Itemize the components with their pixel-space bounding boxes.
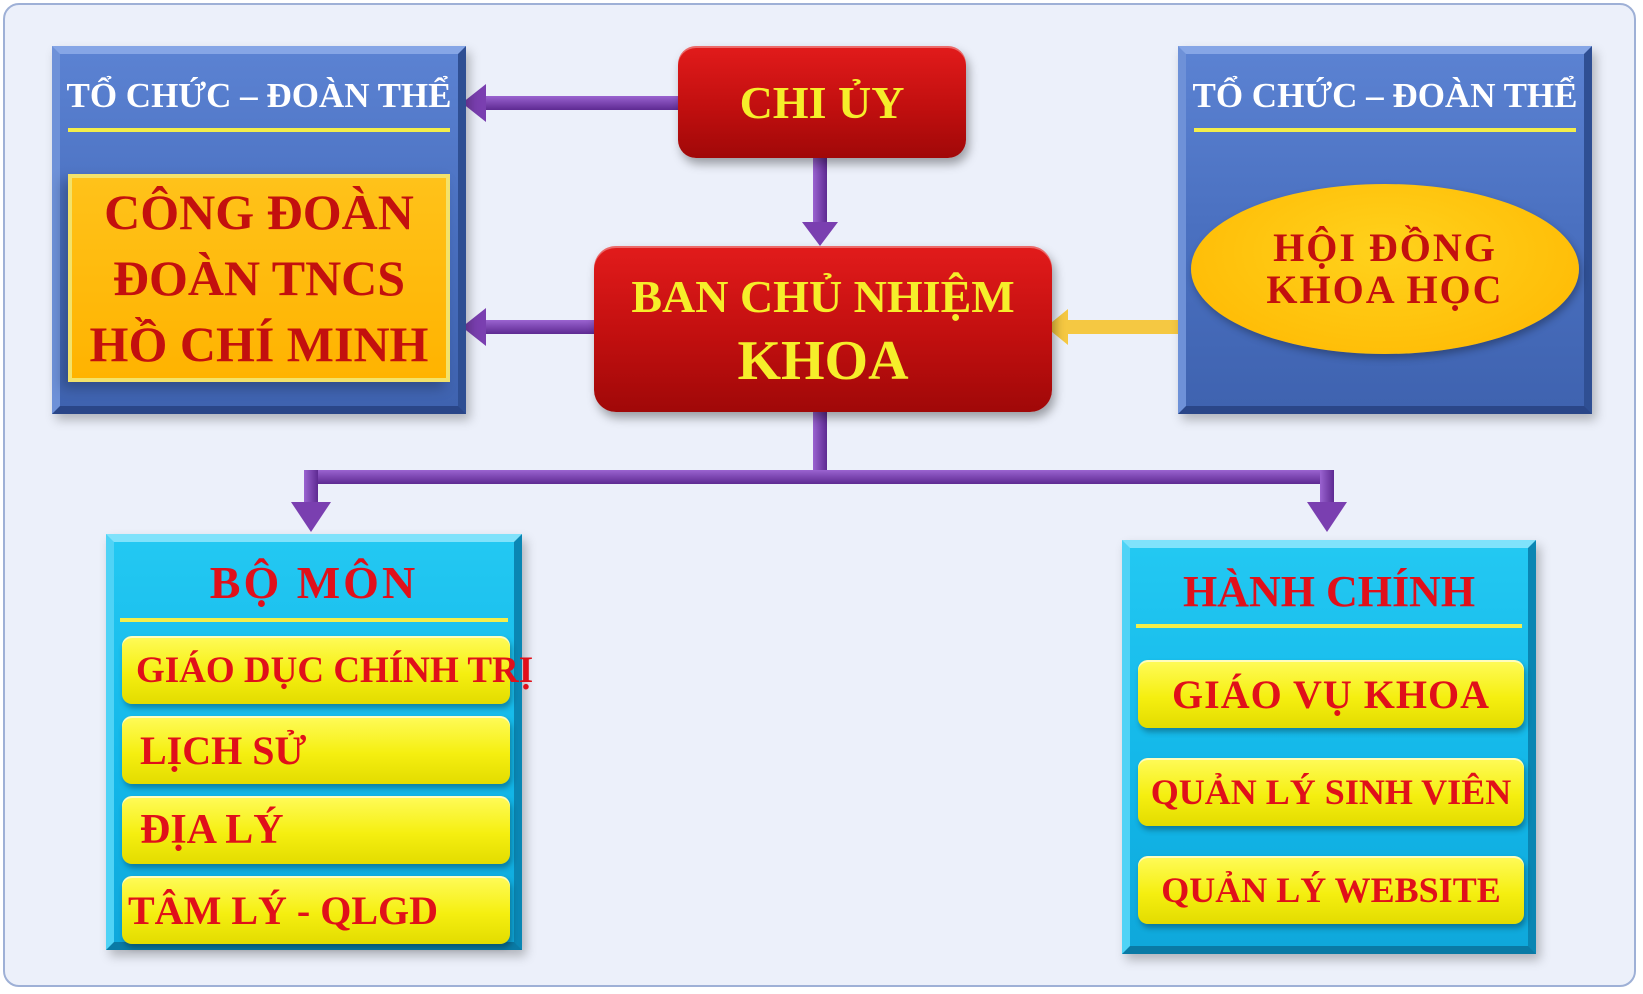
panel-hanh-chinh: HÀNH CHÍNH GIÁO VỤ KHOA QUẢN LÝ SINH VIÊ… [1122, 540, 1536, 954]
connector-ban-to-left [462, 308, 598, 346]
connector-chiuy-to-left [462, 84, 678, 122]
card-line-1: CÔNG ĐOÀN [104, 184, 414, 240]
ban-line-2: KHOA [737, 330, 909, 392]
item-label: LỊCH SỬ [140, 727, 307, 773]
hanh-chinh-item-quan-ly-sinh-vien[interactable]: QUẢN LÝ SINH VIÊN [1138, 758, 1524, 826]
card-line-2: ĐOÀN TNCS [112, 250, 406, 306]
box-ban-chu-nhiem-khoa: BAN CHỦ NHIỆM KHOA [594, 246, 1052, 412]
connector-ban-to-bottom [291, 412, 1347, 532]
item-label: GIÁO VỤ KHOA [1172, 671, 1490, 717]
bo-mon-item-giao-duc-chinh-tri[interactable]: GIÁO DỤC CHÍNH TRỊ [122, 636, 533, 704]
item-label: QUẢN LÝ SINH VIÊN [1150, 772, 1512, 812]
title-underline [68, 128, 450, 132]
panel-bo-mon: BỘ MÔN GIÁO DỤC CHÍNH TRỊ LỊCH SỬ ĐỊA LÝ… [106, 534, 533, 950]
ban-line-1: BAN CHỦ NHIỆM [631, 271, 1015, 322]
panel-to-chuc-doan-the-left: TỔ CHỨC – ĐOÀN THỂ CÔNG ĐOÀN ĐOÀN TNCS H… [52, 46, 466, 414]
item-label: GIÁO DỤC CHÍNH TRỊ [136, 649, 534, 691]
title-underline [1194, 128, 1576, 132]
bo-mon-item-dia-ly[interactable]: ĐỊA LÝ [122, 796, 510, 864]
item-label: TÂM LÝ - QLGD [128, 887, 438, 933]
connector-right-to-ban [1046, 309, 1178, 345]
hanh-chinh-item-quan-ly-website[interactable]: QUẢN LÝ WEBSITE [1138, 856, 1524, 924]
title-underline [1136, 624, 1522, 628]
title-underline [120, 618, 508, 622]
panel-to-chuc-doan-the-right: TỔ CHỨC – ĐOÀN THỂ HỘI ĐỒNG KHOA HỌC [1178, 46, 1592, 414]
hanh-chinh-title: HÀNH CHÍNH [1182, 567, 1476, 616]
bo-mon-title: BỘ MÔN [209, 557, 419, 608]
ellipse-line-2: KHOA HỌC [1266, 267, 1504, 312]
card-cong-doan: CÔNG ĐOÀN ĐOÀN TNCS HỒ CHÍ MINH [68, 174, 450, 382]
ellipse-line-1: HỘI ĐỒNG [1273, 225, 1497, 270]
connector-chiuy-to-ban [802, 158, 838, 246]
panel-title: TỔ CHỨC – ĐOÀN THỂ [1192, 76, 1578, 115]
item-label: ĐỊA LÝ [140, 807, 284, 853]
ellipse-hoi-dong-khoa-hoc: HỘI ĐỒNG KHOA HỌC [1191, 184, 1579, 354]
bo-mon-item-lich-su[interactable]: LỊCH SỬ [122, 716, 510, 784]
card-line-3: HỒ CHÍ MINH [89, 316, 429, 372]
hanh-chinh-item-giao-vu-khoa[interactable]: GIÁO VỤ KHOA [1138, 660, 1524, 728]
bo-mon-item-tam-ly-qlgd[interactable]: TÂM LÝ - QLGD [122, 876, 510, 944]
chi-uy-label: CHI ỦY [739, 76, 905, 128]
panel-title: TỔ CHỨC – ĐOÀN THỂ [66, 76, 452, 115]
item-label: QUẢN LÝ WEBSITE [1161, 870, 1501, 910]
box-chi-uy: CHI ỦY [678, 46, 966, 158]
